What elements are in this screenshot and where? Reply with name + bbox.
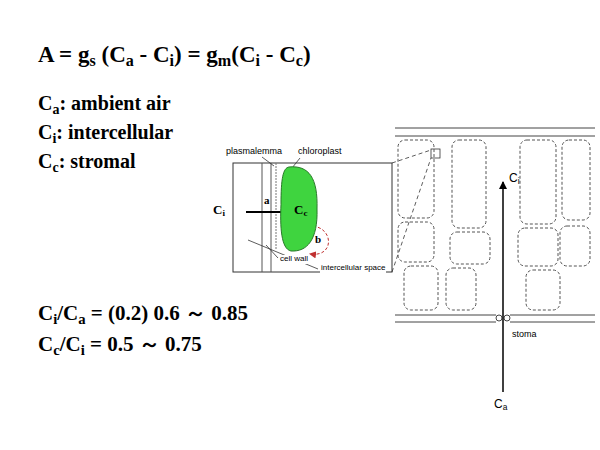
mesophyll-cell (398, 140, 590, 310)
definition: Ca: ambient air (38, 92, 171, 117)
mesophyll-cell (450, 232, 490, 264)
flux-label: b (315, 233, 321, 245)
definition: Cc: stromal (38, 150, 136, 175)
flux-label: a (264, 194, 270, 206)
definition: Ci: intercellular (38, 121, 173, 146)
zoom-target (431, 149, 440, 158)
mesophyll-cell (452, 140, 486, 228)
concentration-label: Ci (213, 203, 225, 218)
ratio-range: Cc/Ci = 0.5 ～ 0.75 (38, 333, 202, 358)
co2-path-arrow (502, 182, 504, 392)
mesophyll-cell (560, 226, 590, 266)
mesophyll-cell (562, 140, 590, 220)
concentration-label: Ci (509, 172, 520, 186)
part-label: intercellular space (320, 264, 386, 273)
part-label: plasmalemma (226, 147, 282, 157)
mesophyll-cell (398, 140, 434, 218)
mesophyll-cell (520, 140, 556, 224)
concentration-label: Ca (494, 398, 507, 412)
equation: A = gs (Ca - Ci) = gm(Ci - Cc) (38, 42, 311, 70)
chloroplast-shape: Cc (279, 165, 319, 253)
leaf-cross-section (395, 128, 595, 322)
concentration-label: Cc (294, 203, 307, 218)
mesophyll-cell (398, 222, 434, 262)
part-label: chloroplast (298, 147, 342, 157)
mesophyll-cell (404, 266, 438, 310)
mesophyll-cell (446, 268, 476, 310)
ratio-range: Ci/Ca = (0.2) 0.6 ～ 0.85 (38, 302, 248, 327)
mesophyll-cell (518, 228, 558, 266)
inset-box (233, 163, 392, 272)
part-label: stoma (512, 330, 537, 340)
mesophyll-cell (526, 270, 560, 310)
part-label: cell wall (279, 255, 309, 264)
